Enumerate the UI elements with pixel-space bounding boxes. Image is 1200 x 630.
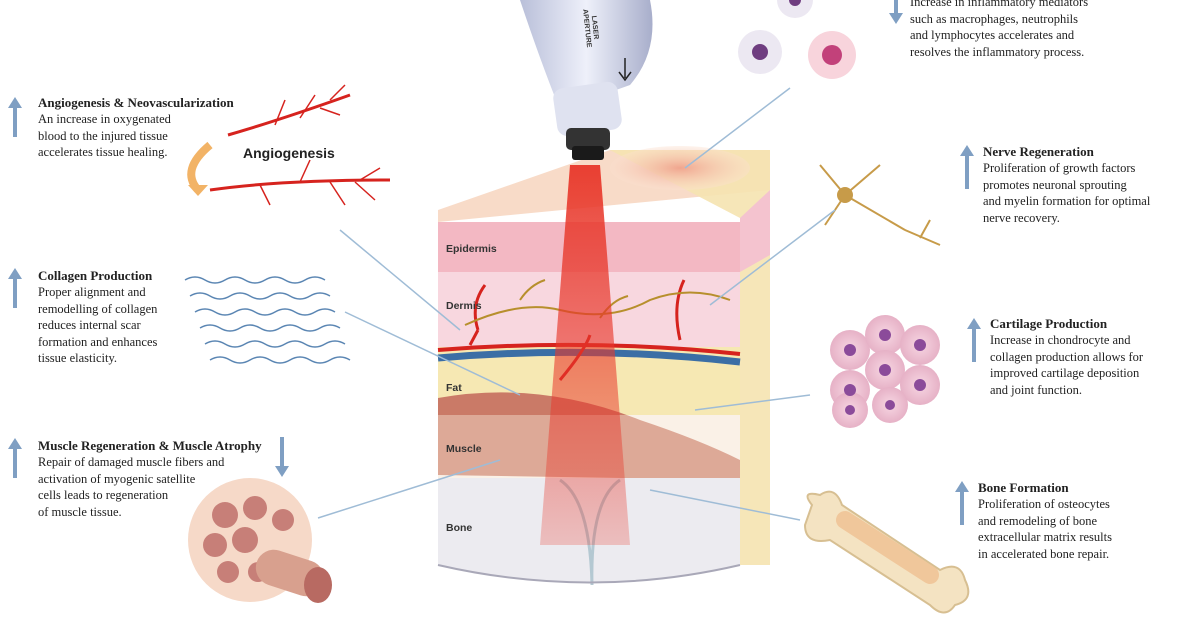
cartilage-desc-line: and joint function. <box>990 382 1082 397</box>
cartilage-desc-line: improved cartilage deposition <box>990 366 1140 380</box>
collagen-desc-line: remodelling of collagen <box>38 301 158 316</box>
up-arrow-icon <box>960 145 974 189</box>
chondrocytes <box>830 315 940 428</box>
cartilage-block: Cartilage Production Increase in chondro… <box>990 316 1143 398</box>
inflammation-block: Increase in inflammatory mediators such … <box>910 0 1088 60</box>
nerve-block: Nerve Regeneration Proliferation of grow… <box>983 144 1150 226</box>
up-arrow-icon <box>8 268 22 308</box>
muscle-title: Muscle Regeneration & Muscle Atrophy <box>38 438 262 453</box>
layer-label-epidermis: Epidermis <box>446 243 497 255</box>
bone-desc-line: Proliferation of osteocytes <box>978 497 1110 511</box>
bone-illustration <box>803 490 970 614</box>
angiogenesis-label: Angiogenesis <box>243 145 335 161</box>
bone-desc-line: and remodeling of bone <box>978 513 1098 528</box>
collagen-desc-line: formation and enhances <box>38 334 158 349</box>
inflammation-desc-line: such as macrophages, neutrophils <box>910 11 1079 26</box>
nerve-desc-line: and myelin formation for optimal <box>983 194 1151 208</box>
bone-desc-line: extracellular matrix results <box>978 530 1112 544</box>
laser-spot <box>610 146 750 190</box>
angiogenesis-block: Angiogenesis & Neovascularization An inc… <box>38 95 234 161</box>
layer-label-muscle: Muscle <box>446 443 482 455</box>
layer-label-dermis: Dermis <box>446 300 482 312</box>
pointer-lines <box>317 87 836 521</box>
collagen-desc-line: Proper alignment and <box>38 285 146 299</box>
muscle-desc-line: of muscle tissue. <box>38 504 122 519</box>
muscle-fiber-bundle <box>188 478 332 603</box>
muscle-desc-line: cells leads to regeneration <box>38 488 169 502</box>
angiogenesis-title: Angiogenesis & Neovascularization <box>38 95 234 110</box>
nerve-desc-line: Proliferation of growth factors <box>983 161 1136 175</box>
muscle-desc-line: activation of myogenic satellite <box>38 471 196 486</box>
bone-title: Bone Formation <box>978 480 1069 495</box>
down-arrow-icon <box>889 0 903 24</box>
inflammation-desc-line: resolves the inflammatory process. <box>910 44 1085 59</box>
inflammation-desc-line: and lymphocytes accelerates and <box>910 28 1075 42</box>
muscle-desc-line: Repair of damaged muscle fibers and <box>38 455 225 469</box>
up-arrow-icon <box>955 481 969 525</box>
collagen-desc-line: reduces internal scar <box>38 318 141 332</box>
up-arrow-icon <box>967 318 981 362</box>
down-arrow-icon <box>275 437 289 477</box>
skin-side-face <box>610 150 770 565</box>
angiogenesis-vessels <box>209 84 391 206</box>
cartilage-desc-line: collagen production allows for <box>990 349 1144 364</box>
inflammatory-cells <box>738 0 856 79</box>
collagen-block: Collagen Production Proper alignment and… <box>38 268 157 367</box>
muscle-block: Muscle Regeneration & Muscle Atrophy Rep… <box>38 438 262 520</box>
cartilage-title: Cartilage Production <box>990 316 1108 331</box>
angiogenesis-desc-line: blood to the injured tissue <box>38 128 168 143</box>
bone-desc-line: in accelerated bone repair. <box>978 546 1110 561</box>
collagen-title: Collagen Production <box>38 268 153 283</box>
angiogenesis-desc-line: accelerates tissue healing. <box>38 145 168 159</box>
up-arrow-icon <box>8 97 22 137</box>
nerve-title: Nerve Regeneration <box>983 144 1094 159</box>
bone-block: Bone Formation Proliferation of osteocyt… <box>978 480 1112 562</box>
neuron <box>819 164 941 246</box>
angiogenesis-desc-line: An increase in oxygenated <box>38 112 171 126</box>
inflammation-desc-line: Increase in inflammatory mediators <box>910 0 1089 9</box>
up-arrow-icon <box>8 438 22 478</box>
collagen-fibers <box>184 276 351 364</box>
cartilage-desc-line: Increase in chondrocyte and <box>990 333 1131 347</box>
nerve-desc-line: promotes neuronal sprouting <box>983 177 1127 192</box>
nerve-desc-line: nerve recovery. <box>983 210 1060 225</box>
layer-label-bone: Bone <box>446 522 473 534</box>
layer-label-fat: Fat <box>446 382 462 394</box>
collagen-desc-line: tissue elasticity. <box>38 351 118 365</box>
laser-device <box>520 0 653 160</box>
laser-beam <box>540 165 630 545</box>
